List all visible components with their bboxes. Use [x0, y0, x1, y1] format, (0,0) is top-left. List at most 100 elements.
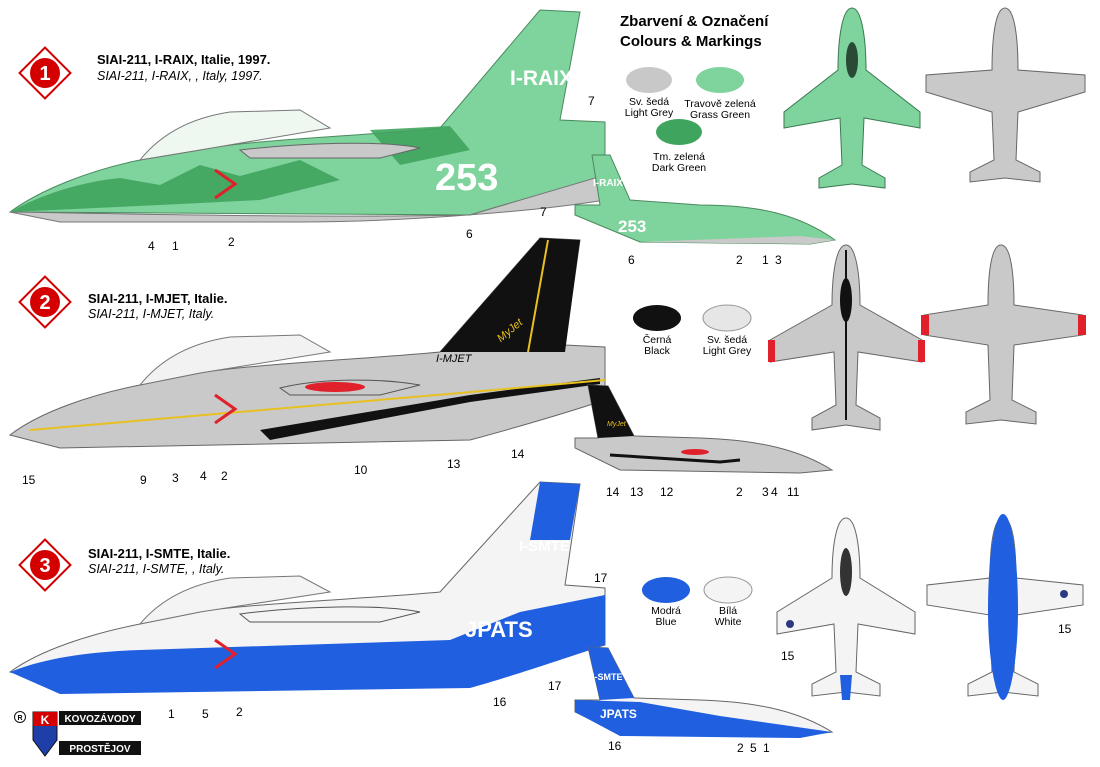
scheme-1-side-view: I-RAIX 253 [8, 9, 606, 223]
scheme-3-badge-number: 3 [39, 555, 50, 577]
scheme-2-title: SIAI-211, I-MJET, Italie. [88, 291, 227, 306]
scheme-2-small-side-view: MyJet [574, 384, 834, 474]
swatch-label-en: Dark Green [652, 162, 706, 174]
scheme-1: 1 SIAI-211, I-RAIX, Italie, 1997. SIAI-2… [8, 7, 1086, 267]
scheme-1-callout: 4 [148, 239, 155, 253]
scheme-2-callout: 14 [511, 447, 525, 461]
scheme-3-callout: 16 [493, 695, 507, 709]
scheme-1-swatch-grass-green [696, 67, 744, 93]
scheme-2-small-callout: 2 [736, 485, 743, 499]
scheme-1-fuselage-number: 253 [435, 157, 498, 199]
swatch-label-cz: Tm. zelená [653, 151, 705, 163]
scheme-1-small-callout: 1 [762, 253, 769, 267]
scheme-1-callout: 7 [588, 94, 595, 108]
scheme-2-small-callout: 11 [787, 485, 800, 499]
scheme-2-subtitle: SIAI-211, I-MJET, Italy. [88, 307, 214, 321]
scheme-2-small-callout: 14 [606, 485, 620, 499]
scheme-2-badge: 2 [18, 275, 72, 329]
swatch-label-cz: Modrá [651, 605, 681, 617]
scheme-2-callout: 2 [221, 469, 228, 483]
scheme-2-badge-number: 2 [39, 292, 50, 314]
swatch-label-en: Light Grey [625, 107, 674, 119]
scheme-1-callout: 2 [228, 235, 235, 249]
scheme-3-tail-code: I-SMTE [519, 538, 570, 555]
scheme-1-tail-code: I-RAIX [510, 67, 573, 90]
scheme-3-plan-callout: 15 [1058, 622, 1072, 636]
scheme-3-callout: 2 [236, 705, 243, 719]
manufacturer-logo: R K KOVOZÁVODY PROSTĚJOV [14, 711, 141, 757]
scheme-3-small-callout: 17 [548, 679, 562, 693]
scheme-2-callout: 13 [447, 457, 461, 471]
scheme-1-small-number: 253 [618, 217, 646, 236]
scheme-3-swatch-white [703, 576, 753, 604]
scheme-3-fuselage-text: JPATS [465, 617, 533, 642]
swatch-label-en: Light Grey [703, 345, 752, 357]
scheme-3-callout: 5 [202, 707, 209, 721]
scheme-2-callout: 9 [140, 473, 147, 487]
swatch-label-cz: Bílá [719, 605, 737, 617]
scheme-2-small-callout: 3 [762, 485, 769, 499]
swatch-label-cz: Černá [643, 333, 672, 346]
scheme-1-small-callout: 2 [736, 253, 743, 267]
swatch-label-en: White [715, 616, 742, 628]
scheme-1-subtitle: SIAI-211, I-RAIX, , Italy, 1997. [97, 69, 263, 83]
registered-mark: R [17, 715, 22, 722]
scheme-1-swatch-light-grey [626, 67, 672, 93]
scheme-2-callout: 3 [172, 471, 179, 485]
scheme-3-bottom-view [926, 514, 1084, 700]
scheme-2-callout: 10 [354, 463, 368, 477]
swatch-label-en: Black [644, 345, 670, 357]
scheme-2-small-callout: 13 [630, 485, 644, 499]
logo-line-1: KOVOZÁVODY [64, 712, 135, 725]
swatch-label-en: Blue [655, 616, 676, 628]
scheme-2-swatch-light-grey [702, 304, 752, 332]
scheme-3-small-callout: 5 [750, 741, 757, 755]
scheme-2-small-tail-script: MyJet [607, 421, 627, 428]
swatch-label-en: Grass Green [690, 109, 750, 121]
scheme-3-callout: 1 [168, 707, 175, 721]
scheme-3-subtitle: SIAI-211, I-SMTE, , Italy. [88, 562, 224, 576]
scheme-3-side-view: I-SMTE JPATS [8, 481, 606, 694]
swatch-label-cz: Sv. šedá [707, 334, 747, 346]
scheme-3-small-fuselage-text: JPATS [600, 707, 637, 721]
swatch-label-cz: Travově zelená [684, 98, 756, 110]
swatch-label-cz: Sv. šedá [629, 96, 669, 108]
scheme-3-small-callout: 1 [763, 741, 770, 755]
scheme-3-plan-callout: 15 [781, 649, 795, 663]
header-line-2: Colours & Markings [620, 33, 762, 50]
scheme-3-small-callout: 2 [737, 741, 744, 755]
scheme-2-top-view [768, 244, 925, 431]
scheme-3-small-side-view: I-SMTE JPATS [574, 646, 834, 738]
scheme-3: 3 SIAI-211, I-SMTE, Italie. SIAI-211, I-… [8, 481, 1084, 755]
scheme-1-callout: 1 [172, 239, 179, 253]
scheme-3-swatch-blue [642, 577, 690, 603]
scheme-3-badge: 3 [18, 538, 72, 592]
scheme-1-badge-number: 1 [39, 63, 50, 85]
scheme-2: 2 SIAI-211, I-MJET, Italie. SIAI-211, I-… [8, 237, 1086, 499]
scheme-2-bottom-view [921, 244, 1086, 425]
scheme-1-callout: 6 [466, 227, 473, 241]
scheme-1-swatch-dark-green [656, 119, 702, 145]
scheme-3-callout: 17 [594, 571, 608, 585]
scheme-2-tail-code: I-MJET [436, 353, 473, 365]
logo-line-2: PROSTĚJOV [69, 742, 130, 755]
scheme-2-callout: 15 [22, 473, 36, 487]
scheme-3-top-view [776, 517, 916, 700]
scheme-1-top-view [783, 7, 921, 189]
header-line-1: Zbarvení & Označení [620, 13, 769, 30]
logo-mark: K [41, 713, 50, 727]
scheme-3-small-callout: 16 [608, 739, 622, 753]
scheme-1-small-tail-code: I-RAIX [593, 178, 623, 189]
scheme-1-small-side-view: I-RAIX 253 [574, 154, 837, 245]
scheme-1-small-callout: 6 [628, 253, 635, 267]
scheme-1-small-callout: 7 [540, 205, 547, 219]
scheme-2-small-callout: 12 [660, 485, 674, 499]
scheme-2-small-callout: 4 [771, 485, 778, 499]
scheme-1-title: SIAI-211, I-RAIX, Italie, 1997. [97, 52, 270, 67]
scheme-1-small-callout: 3 [775, 253, 782, 267]
scheme-1-bottom-view [925, 7, 1086, 183]
scheme-3-title: SIAI-211, I-SMTE, Italie. [88, 546, 230, 561]
scheme-3-small-tail-code: I-SMTE [592, 672, 623, 682]
scheme-1-badge: 1 [18, 46, 72, 100]
